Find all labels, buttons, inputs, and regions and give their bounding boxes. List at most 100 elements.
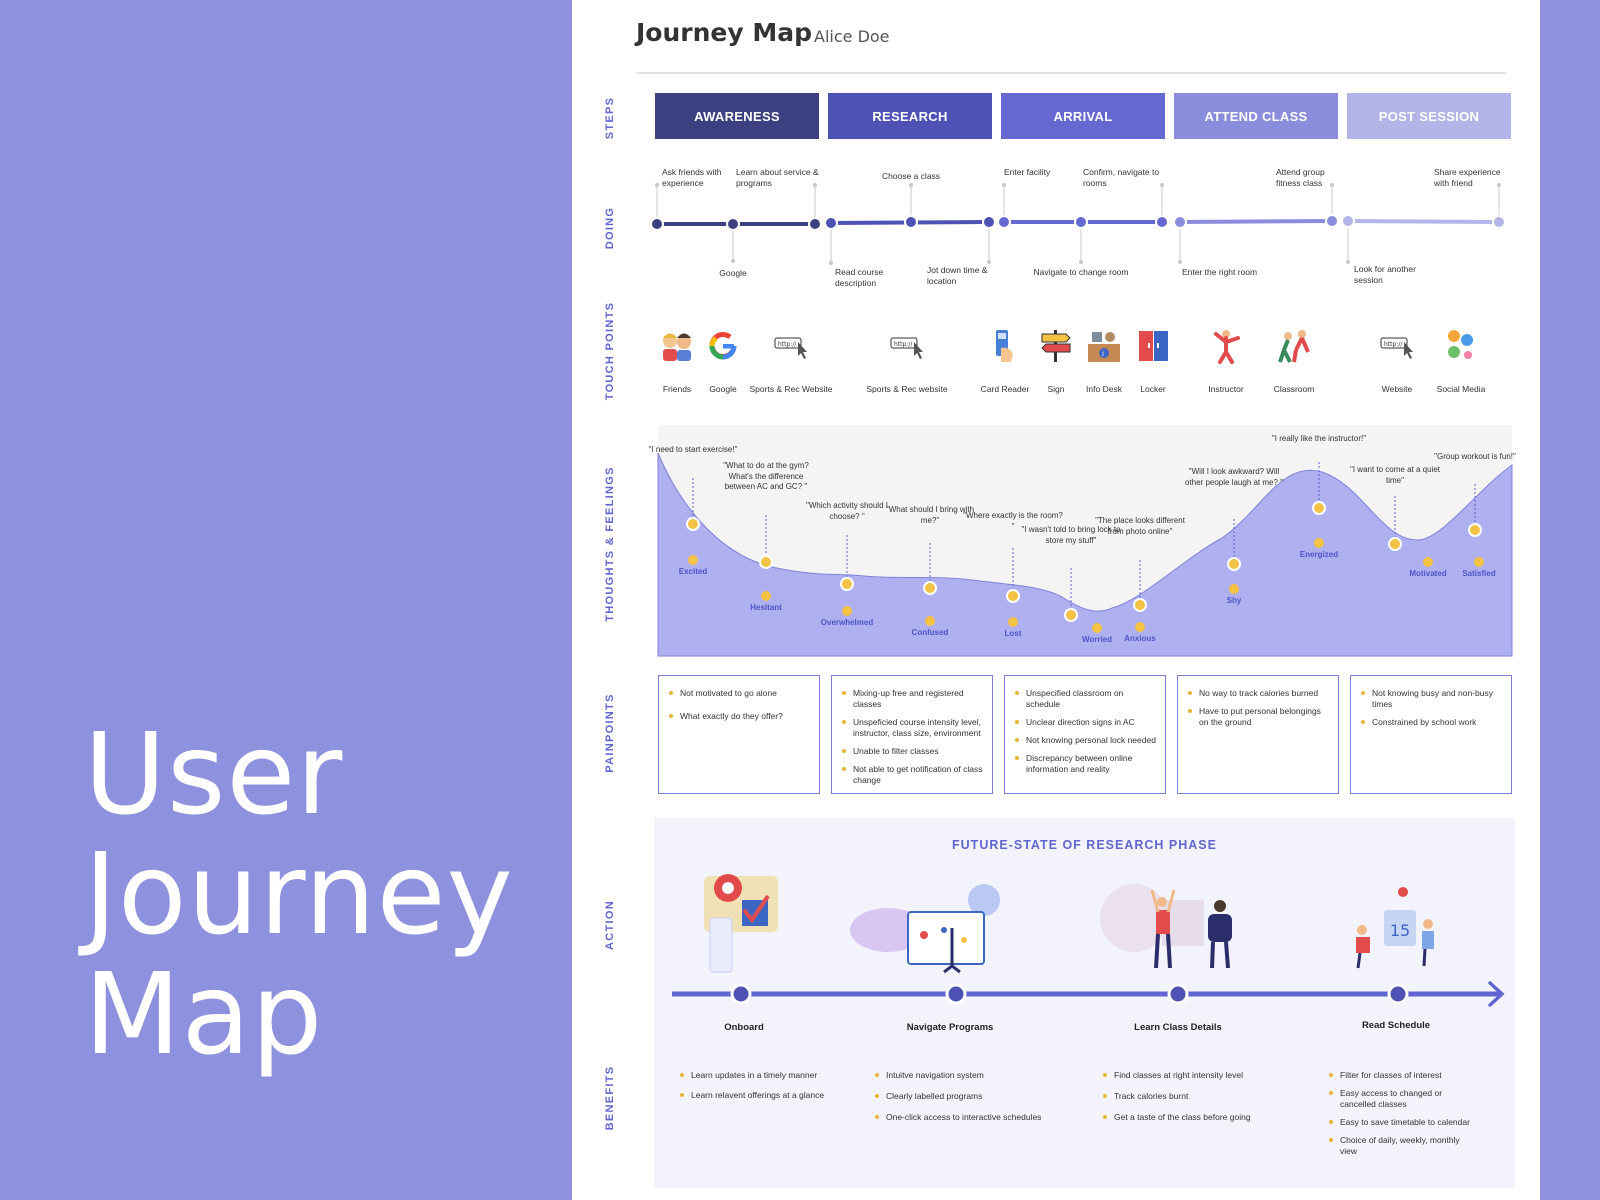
thought-2: "What to do at the gym? What's the diffe… xyxy=(723,461,809,491)
website-icon: http:// xyxy=(1380,337,1413,359)
cover-line-1: User xyxy=(84,710,344,840)
doing-top-4: Enter facility xyxy=(1004,167,1051,177)
schedule-illustration: 15 xyxy=(1356,887,1434,969)
stage-learn-class-details: Learn Class Details xyxy=(1134,1022,1222,1033)
doing-timeline xyxy=(650,183,1506,265)
sign-icon xyxy=(1041,330,1071,362)
doing-top-6: Attend group fitness class xyxy=(1276,167,1325,188)
touch-label-social-media: Social Media xyxy=(1436,384,1486,394)
thought-10: "I want to come at a quiet time" xyxy=(1350,465,1440,485)
touch-label-locker: Locker xyxy=(1140,384,1166,394)
emotion-overwhelmed: Overwhelmed xyxy=(807,606,887,627)
emotion-worried: Worried xyxy=(1057,623,1137,644)
thought-5: "Where exactly is the room? " xyxy=(963,511,1063,531)
navigate-illustration xyxy=(850,884,1000,974)
emoji-icon xyxy=(1474,557,1484,567)
friends-icon xyxy=(663,333,691,361)
svg-text:i: i xyxy=(1102,350,1104,358)
step-arrival: ARRIVAL xyxy=(1001,93,1165,139)
painpoint-item: Unspecified classroom on schedule xyxy=(1015,688,1157,710)
painpoint-item: No way to track calories burned xyxy=(1188,688,1330,699)
thought-4: "What should I bring with me?" xyxy=(885,505,975,525)
benefits-read-schedule: Filter for classes of interest Easy acce… xyxy=(1329,1070,1479,1164)
touch-label-website: Sports & Rec Website xyxy=(749,384,833,394)
step-post-session: POST SESSION xyxy=(1347,93,1511,139)
learn-class-illustration xyxy=(1100,884,1232,969)
emoji-icon xyxy=(1135,622,1145,632)
painpoint-box-research: Mixing-up free and registered classes Un… xyxy=(831,675,993,794)
benefit-item: Track calories burnt xyxy=(1103,1091,1293,1102)
emoji-icon xyxy=(1314,538,1324,548)
google-icon xyxy=(709,332,737,360)
action-illustrations: 15 xyxy=(672,874,1505,1007)
card-reader-icon xyxy=(996,330,1013,362)
doing-bottom-3: Jot down time & location xyxy=(927,265,988,286)
action-panel xyxy=(654,818,1515,1188)
doing-top-7: Share experience with friend xyxy=(1434,167,1501,188)
step-attend-class: ATTEND CLASS xyxy=(1174,93,1338,139)
benefit-item: Find classes at right intensity level xyxy=(1103,1070,1293,1081)
painpoint-item: Discrepancy between online information a… xyxy=(1015,753,1157,775)
benefit-item: Filter for classes of interest xyxy=(1329,1070,1479,1081)
doing-top-3: Choose a class xyxy=(881,171,941,181)
journey-map-sheet: Journey Map Alice Doe STEPS DOING TOUCH … xyxy=(572,0,1540,1200)
doing-top-1: Ask friends with experience xyxy=(662,167,722,188)
thought-11: "Group workout is fun!" xyxy=(1434,452,1516,461)
arrow-right-icon xyxy=(1488,981,1505,1007)
emoji-icon xyxy=(1008,617,1018,627)
painpoint-item: Not knowing personal lock needed xyxy=(1015,735,1157,746)
touch-label-website-3: Website xyxy=(1381,384,1413,394)
emotion-lost: Lost xyxy=(973,617,1053,638)
emotion-confused: Confused xyxy=(890,616,970,637)
stage-onboard: Onboard xyxy=(724,1022,764,1033)
step-awareness: AWARENESS xyxy=(655,93,819,139)
touch-label-google: Google xyxy=(709,384,737,394)
benefit-item: Clearly labelled programs xyxy=(875,1091,1065,1102)
painpoint-item: Unspeficied course intensity level, inst… xyxy=(842,717,984,739)
emotion-hesitant: Hesitant xyxy=(726,591,806,612)
stage-navigate-programs: Navigate Programs xyxy=(906,1022,994,1033)
touch-label-website-2: Sports & Rec website xyxy=(866,384,948,394)
emoji-icon xyxy=(1092,623,1102,633)
thought-3: "Which activity should I choose? " xyxy=(806,501,888,521)
touch-label-friends: Friends xyxy=(662,384,692,394)
benefit-item: One-click access to interactive schedule… xyxy=(875,1112,1065,1123)
doing-bottom-4: Navigate to change room xyxy=(1033,267,1129,277)
thought-8: "Will I look awkward? Will other people … xyxy=(1184,467,1284,487)
painpoint-item: Unclear direction signs in AC xyxy=(1015,717,1157,728)
thought-6: "I wasn't told to bring lock to store my… xyxy=(1021,525,1121,545)
doing-top-2: Learn about service & programs xyxy=(736,167,819,188)
painpoint-box-attend-class: No way to track calories burned Have to … xyxy=(1177,675,1339,794)
touch-label-card-reader: Card Reader xyxy=(980,384,1030,394)
doing-bottom-2: Read course description xyxy=(835,267,884,288)
emotion-energized: Energized xyxy=(1279,538,1359,559)
emotion-excited: Excited xyxy=(653,555,733,576)
painpoint-item: Not able to get notification of class ch… xyxy=(842,764,984,786)
benefit-item: Easy access to changed or cancelled clas… xyxy=(1329,1088,1479,1110)
touch-label-instructor: Instructor xyxy=(1208,384,1244,394)
page-title: Journey Map xyxy=(636,18,813,47)
emotion-satisfied: Satisfied xyxy=(1439,557,1519,578)
instructor-icon xyxy=(1214,330,1240,364)
painpoint-box-awareness: Not motivated to go alone What exactly d… xyxy=(658,675,820,794)
emoji-icon xyxy=(1229,584,1239,594)
cover-line-2: Journey xyxy=(84,830,514,960)
thought-9: "I really like the instructor!" xyxy=(1271,434,1367,443)
emotion-wave xyxy=(657,452,1513,657)
benefit-item: Learn updates in a timely manner xyxy=(680,1070,870,1081)
svg-text:http://: http:// xyxy=(1384,341,1403,348)
painpoint-item: Mixing-up free and registered classes xyxy=(842,688,984,710)
benefit-item: Get a taste of the class before going xyxy=(1103,1112,1293,1123)
emoji-icon xyxy=(842,606,852,616)
painpoint-item: Not knowing busy and non-busy times xyxy=(1361,688,1503,710)
benefits-learn-class: Find classes at right intensity level Tr… xyxy=(1103,1070,1293,1130)
emoji-icon xyxy=(1423,557,1433,567)
doing-bottom-1: Google xyxy=(719,268,747,278)
locker-icon xyxy=(1139,331,1168,361)
doing-bottom-6: Look for another session xyxy=(1354,264,1416,285)
svg-text:15: 15 xyxy=(1390,921,1410,940)
action-title: FUTURE-STATE OF RESEARCH PHASE xyxy=(952,838,1217,852)
onboard-illustration xyxy=(704,874,778,973)
doing-bottom-5: Enter the right room xyxy=(1182,267,1258,277)
thought-7: "The place looks different from photo on… xyxy=(1095,516,1185,536)
